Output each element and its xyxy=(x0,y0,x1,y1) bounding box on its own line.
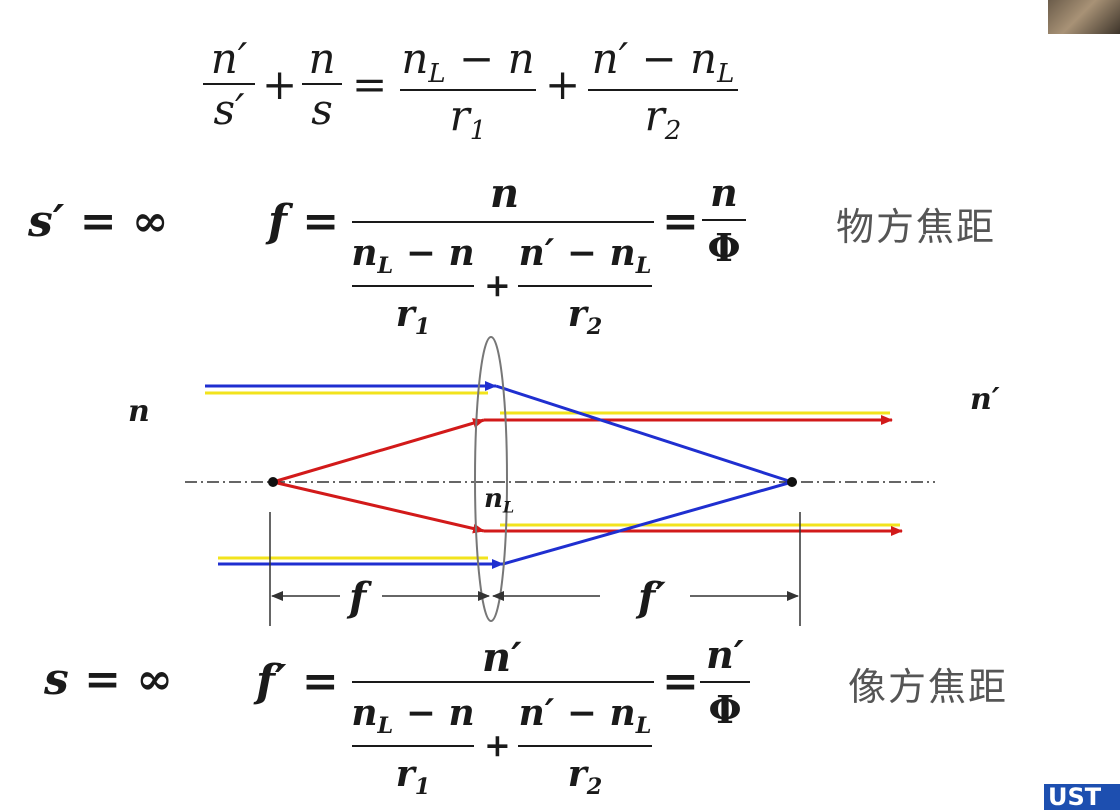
sub-term-1: nL − n r1 xyxy=(351,232,475,340)
f-prime-label: f′ = xyxy=(256,656,339,707)
optics-diagram xyxy=(185,336,935,626)
n-prime-over-phi: n′ Φ xyxy=(700,632,750,732)
n-over-phi: n Φ xyxy=(702,170,746,270)
incoming-ray-highlights xyxy=(205,391,900,560)
f-prime-numerator: n′ xyxy=(482,634,522,681)
plus-sign: + xyxy=(484,266,511,304)
left-medium-label: n xyxy=(128,394,150,429)
condition-s-infinite: s = ∞ xyxy=(44,654,173,705)
plus-sign: + xyxy=(262,60,298,109)
plus-sign: + xyxy=(484,726,511,764)
equals-sign: = xyxy=(662,656,699,707)
condition-s-prime-infinite: s′ = ∞ xyxy=(28,196,169,247)
sub-term-1: nL − n r1 xyxy=(351,692,475,800)
sub-term-2: n′ − nL r2 xyxy=(518,692,652,800)
sub-term-2: n′ − nL r2 xyxy=(518,232,652,340)
equals-sign: = xyxy=(662,196,699,247)
focal-dimension-lines xyxy=(269,512,801,626)
term-n-prime-over-s-prime: n′ s′ xyxy=(203,34,255,134)
main-fraction-bar xyxy=(352,681,654,683)
main-fraction-bar xyxy=(352,221,654,223)
equals-sign: = xyxy=(352,60,388,109)
logo: UST xyxy=(1044,784,1120,810)
blue-rays xyxy=(205,381,793,569)
term-n-over-s: n s xyxy=(302,34,342,134)
lens xyxy=(474,336,508,622)
image-focal-caption: 像方焦距 xyxy=(848,665,1009,709)
red-rays xyxy=(272,415,903,536)
image-focal-length-label: f′ xyxy=(638,574,666,621)
f-numerator: n xyxy=(490,170,520,217)
term-surface-1: nL − n r1 xyxy=(400,34,536,147)
object-focal-caption: 物方焦距 xyxy=(836,205,997,249)
f-label: f = xyxy=(268,196,340,247)
right-medium-label: n′ xyxy=(970,382,1000,417)
object-focal-length-label: f xyxy=(349,574,367,621)
image-focal-point xyxy=(787,477,797,487)
corner-photo xyxy=(1048,0,1120,34)
term-surface-2: n′ − nL r2 xyxy=(588,34,738,146)
lens-index-label: nL xyxy=(484,484,515,517)
object-focal-point xyxy=(268,477,278,487)
plus-sign: + xyxy=(545,60,581,109)
